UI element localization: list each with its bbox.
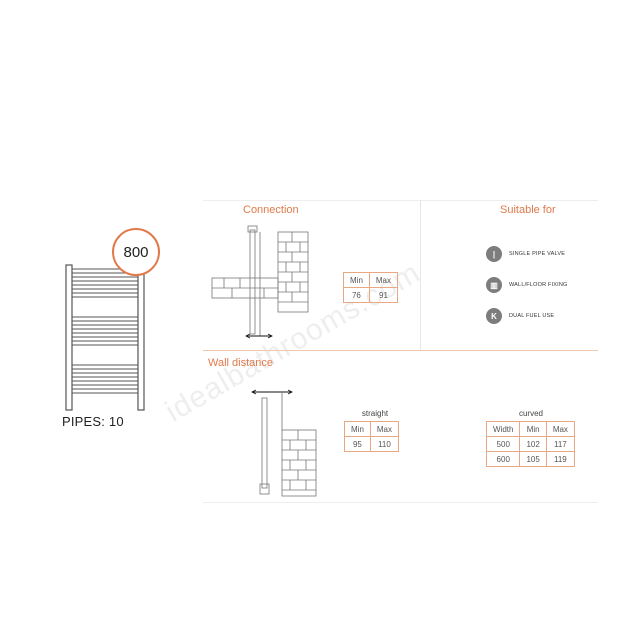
table-header: Min [344, 421, 371, 437]
towel-rail-illustration [65, 264, 145, 411]
table-cell: 117 [545, 436, 575, 452]
table-header-row: Min Max [343, 272, 399, 288]
table-header-row: Min Max [344, 421, 400, 437]
table-cell: 76 [343, 287, 370, 303]
connection-table: Min Max 76 91 [343, 272, 399, 303]
size-badge: 800 [112, 228, 160, 276]
table-row: 76 91 [343, 287, 399, 303]
table-header: Max [545, 421, 575, 437]
feature-single-pipe-valve: | SINGLE PIPE VALVE [486, 246, 565, 262]
wall-floor-fixing-icon: ▥ [486, 277, 502, 293]
straight-caption: straight [361, 409, 389, 418]
table-cell: 500 [485, 436, 521, 452]
table-header: Max [368, 272, 399, 288]
feature-wall-floor-fixing: ▥ WALL/FLOOR FIXING [486, 277, 568, 293]
wall-distance-diagram [251, 389, 317, 497]
vertical-divider [420, 200, 421, 350]
size-badge-value: 800 [123, 243, 149, 261]
feature-label: DUAL FUEL USE [509, 313, 555, 319]
table-cell: 102 [519, 436, 547, 452]
table-cell: 91 [368, 287, 399, 303]
wall-distance-title: Wall distance [208, 357, 274, 369]
connection-diagram [211, 225, 309, 339]
table-row: 500 102 117 [485, 436, 575, 452]
feature-label: WALL/FLOOR FIXING [509, 282, 568, 288]
connection-title: Connection [243, 204, 299, 216]
suitable-for-title: Suitable for [500, 204, 556, 216]
feature-label: SINGLE PIPE VALVE [509, 251, 566, 257]
straight-table: Min Max 95 110 [344, 421, 400, 452]
pipes-label: PIPES: 10 [62, 414, 124, 429]
table-cell: 95 [344, 436, 371, 452]
table-cell: 119 [545, 451, 575, 467]
table-row: 600 105 119 [485, 451, 575, 467]
middle-divider [203, 350, 598, 351]
feature-dual-fuel: K DUAL FUEL USE [486, 308, 554, 324]
table-header: Min [519, 421, 547, 437]
table-cell: 110 [369, 436, 400, 452]
pipe-valve-icon: | [486, 246, 502, 262]
table-header: Width [485, 421, 521, 437]
curved-caption: curved [518, 409, 543, 418]
top-divider [203, 200, 598, 201]
table-header-row: Width Min Max [485, 421, 575, 437]
table-header: Max [369, 421, 400, 437]
table-cell: 105 [519, 451, 547, 467]
dual-fuel-icon: K [486, 308, 502, 324]
table-row: 95 110 [344, 436, 400, 452]
bottom-divider [203, 502, 598, 503]
table-cell: 600 [485, 451, 521, 467]
table-header: Min [343, 272, 370, 288]
curved-table: Width Min Max 500 102 117 600 105 119 [485, 421, 575, 467]
